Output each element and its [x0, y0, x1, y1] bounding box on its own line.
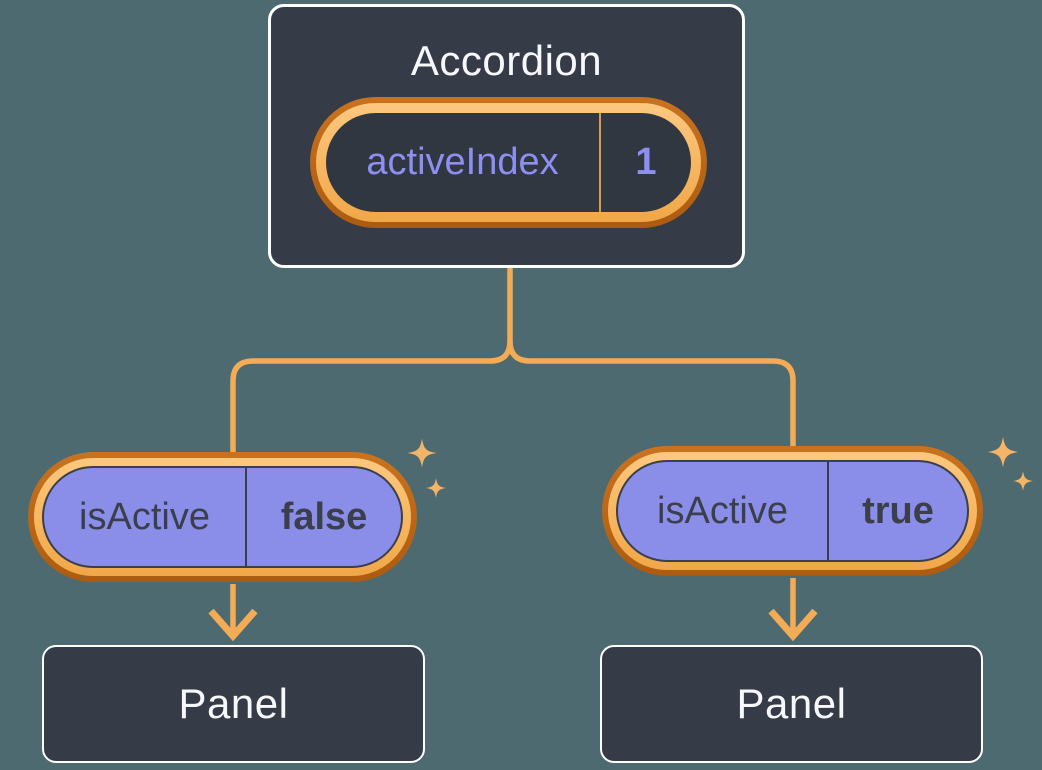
pill-divider	[599, 113, 601, 212]
connector-right-branch	[507, 340, 796, 451]
panel-title: Panel	[736, 680, 847, 727]
sparkle-icon-left	[407, 438, 446, 498]
sparkle-icon-right	[987, 436, 1033, 491]
accordion-title: Accordion	[410, 37, 603, 84]
left-arrow-down-icon	[208, 608, 258, 642]
right-arrow-down-icon	[768, 608, 818, 642]
pill-body: activeIndex 1	[326, 113, 691, 212]
is-active-pill-false: isActive false	[28, 452, 417, 582]
pill-light-ring: isActive false	[34, 458, 411, 576]
panel-box-left: Panel	[42, 645, 425, 763]
pill-value: true	[862, 489, 934, 532]
pill-body: isActive true	[616, 460, 969, 562]
pill-label: isActive	[79, 495, 210, 538]
is-active-pill-true: isActive true	[602, 446, 983, 576]
pill-value: 1	[635, 141, 657, 183]
connector-left-branch	[230, 268, 513, 457]
pill-body: isActive false	[42, 466, 403, 568]
pill-divider	[827, 462, 829, 560]
pill-light-ring: isActive true	[608, 452, 977, 570]
pill-value: false	[280, 495, 368, 538]
panel-title: Panel	[178, 680, 289, 727]
pill-light-ring: activeIndex 1	[316, 103, 701, 222]
pill-label: isActive	[657, 489, 788, 532]
pill-label: activeIndex	[366, 141, 559, 183]
active-index-pill: activeIndex 1	[310, 97, 707, 228]
panel-box-right: Panel	[600, 645, 983, 763]
pill-divider	[245, 468, 247, 566]
